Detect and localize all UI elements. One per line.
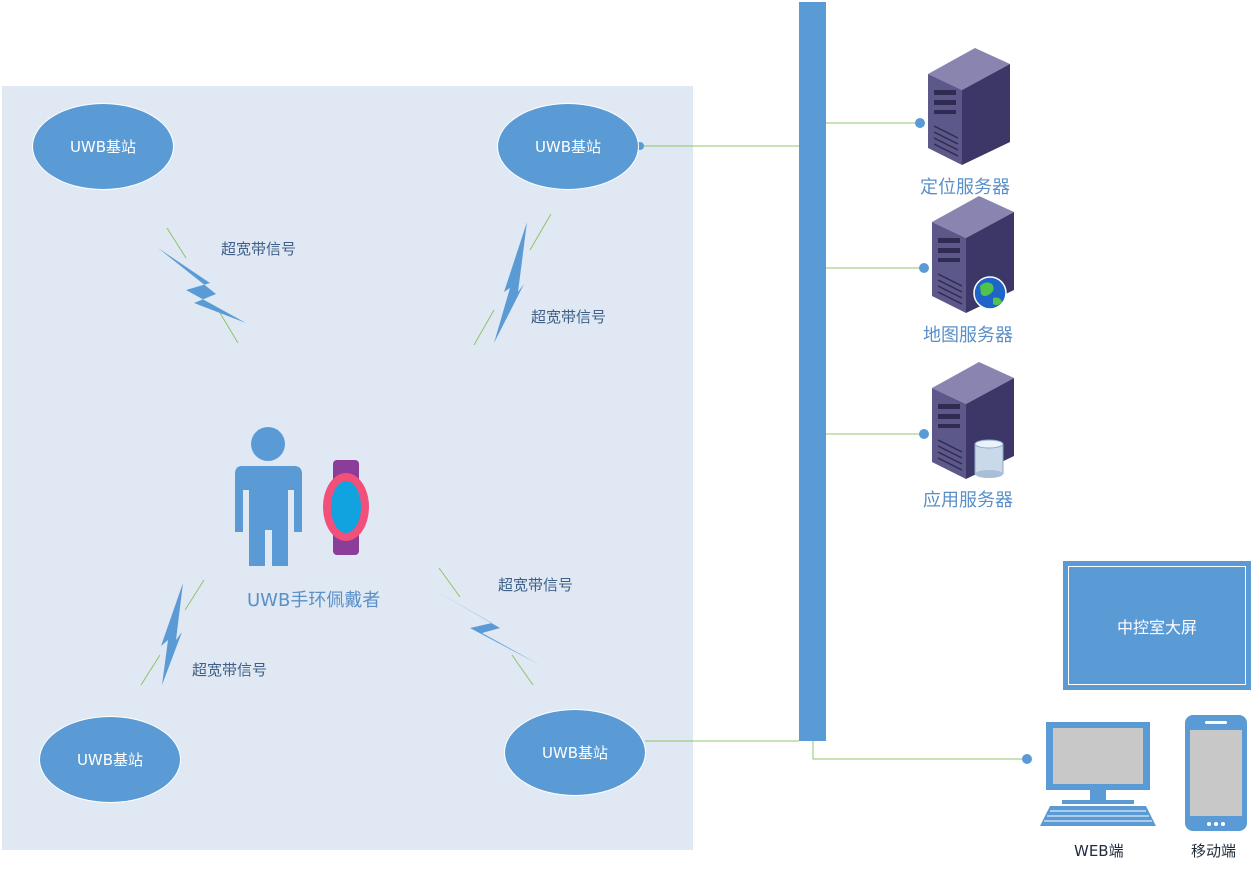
signal-label-bottom-right: 超宽带信号 [498, 576, 574, 594]
database-icon [974, 439, 1004, 478]
signal-bolt-top-left [158, 227, 246, 344]
base-station-label: UWB基站 [76, 751, 144, 769]
desktop-computer-icon [1040, 722, 1156, 826]
uwb-base-station-top-left: UWB基站 [32, 103, 174, 190]
network-bus [799, 2, 826, 741]
connector-terminals [812, 741, 1027, 760]
mobile-phone-icon [1185, 715, 1247, 831]
connector-dot [919, 429, 929, 439]
globe-icon [973, 276, 1007, 310]
person-icon [235, 427, 302, 566]
control-room-screen: 中控室大屏 [1063, 561, 1251, 690]
server-icon [928, 48, 1010, 165]
signal-label-bottom-left: 超宽带信号 [192, 661, 268, 679]
signal-bolt-bottom-left [140, 579, 205, 686]
signal-bolt-top-right [473, 213, 552, 346]
connector-dot [1022, 754, 1032, 764]
wristband-icon [323, 460, 369, 555]
location-server-label: 定位服务器 [920, 177, 1010, 198]
base-station-label: UWB基站 [541, 744, 609, 762]
signal-bolt-bottom-right [434, 567, 540, 686]
base-station-label: UWB基站 [69, 138, 137, 156]
control-room-screen-inner: 中控室大屏 [1068, 566, 1246, 685]
connector-dot [919, 263, 929, 273]
signal-label-top-left: 超宽带信号 [221, 240, 297, 258]
control-room-screen-label: 中控室大屏 [1116, 617, 1197, 637]
mobile-client-label: 移动端 [1191, 842, 1237, 860]
app-server-label: 应用服务器 [923, 490, 1013, 511]
uwb-base-station-bottom-left: UWB基站 [39, 716, 181, 803]
base-station-label: UWB基站 [534, 138, 602, 156]
uwb-base-station-bottom-right: UWB基站 [504, 709, 646, 796]
uwb-base-station-top-right: UWB基站 [497, 103, 639, 190]
wearer-label: UWB手环佩戴者 [247, 590, 381, 611]
map-server-label: 地图服务器 [923, 325, 1013, 346]
signal-label-top-right: 超宽带信号 [531, 308, 607, 326]
web-client-label: WEB端 [1074, 842, 1124, 860]
connector-dot [915, 118, 925, 128]
